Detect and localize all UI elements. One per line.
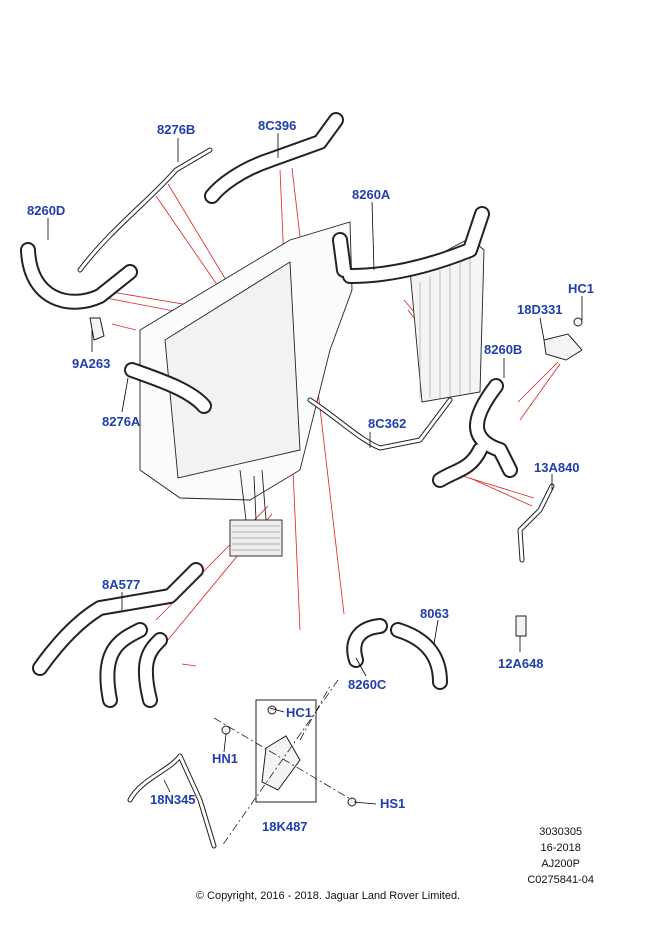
reference-line-1: 3030305 [539,826,583,838]
copyright-notice: © Copyright, 2016 - 2018. Jaguar Land Ro… [195,890,461,902]
label-8260A[interactable]: 8260A [352,187,391,202]
label-18D331[interactable]: 18D331 [517,302,563,317]
valve-assembly-box [255,699,317,803]
hoses [20,112,555,849]
radiator-assembly [139,221,485,557]
label-8260B[interactable]: 8260B [484,342,523,357]
diagram-reference: 3030305 16-2018 AJ200P C0275841-04 [527,824,594,888]
label-8276B[interactable]: 8276B [157,122,196,137]
label-8260C[interactable]: 8260C [348,677,387,692]
label-HC1-mid[interactable]: HC1 [286,705,313,720]
label-18N345[interactable]: 18N345 [150,792,196,807]
label-8063[interactable]: 8063 [420,606,449,621]
reference-line-2: 16-2018 [540,842,581,854]
label-9A263[interactable]: 9A263 [72,356,111,371]
label-8C396[interactable]: 8C396 [258,118,297,133]
label-HC1-top[interactable]: HC1 [568,281,595,296]
reference-line-4: C0275841-04 [527,874,594,886]
label-8276A[interactable]: 8276A [102,414,141,429]
label-HN1[interactable]: HN1 [212,751,239,766]
dash-dot-lines [213,679,353,847]
label-8260D[interactable]: 8260D [27,203,66,218]
reference-line-3: AJ200P [541,858,580,870]
label-8C362[interactable]: 8C362 [368,416,407,431]
label-HS1[interactable]: HS1 [380,796,406,811]
label-18K487[interactable]: 18K487 [262,819,308,834]
label-leaders [47,133,583,805]
label-13A840[interactable]: 13A840 [534,460,580,475]
label-8A577[interactable]: 8A577 [102,577,141,592]
label-12A648[interactable]: 12A648 [498,656,544,671]
small-components [89,317,583,807]
